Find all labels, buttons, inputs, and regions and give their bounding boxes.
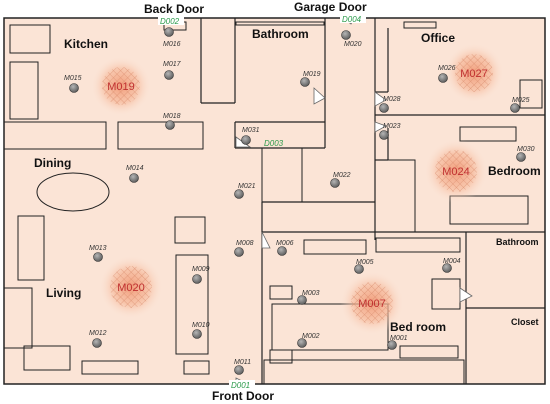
- room-label-dining: Dining: [34, 156, 71, 170]
- door-sensor-label: D004: [342, 15, 362, 24]
- room-label-kitchen: Kitchen: [64, 37, 108, 51]
- sensor-label: M025: [512, 97, 530, 104]
- room-label-closet: Closet: [511, 317, 539, 327]
- sensor-label: M018: [163, 113, 181, 120]
- sensor-label: M013: [89, 245, 107, 252]
- sensor-label: M031: [242, 127, 260, 134]
- sensor-label: M002: [302, 333, 320, 340]
- hotspot-M020: M020: [99, 255, 163, 319]
- motion-sensor-M003: M003: [297, 290, 320, 305]
- hotspot-M027: M027: [444, 43, 504, 103]
- sensor-label: M011: [234, 359, 251, 366]
- motion-sensor-M016: M016: [163, 27, 181, 48]
- motion-sensor-M010: M010: [192, 322, 210, 339]
- door-label-front: Front Door: [212, 389, 274, 403]
- door-label-back: Back Door: [144, 2, 204, 16]
- room-label-bed-room: Bed room: [390, 320, 446, 334]
- sensor-label: M021: [238, 183, 256, 190]
- hotspot-label: M024: [442, 166, 470, 178]
- door-sensor-label: D003: [264, 139, 284, 148]
- motion-sensor-M008: M008: [234, 240, 254, 257]
- motion-sensor-M021: M021: [234, 183, 256, 199]
- motion-sensor-M023: M023: [379, 123, 401, 140]
- room-label-bathroom: Bathroom: [252, 27, 309, 41]
- sensor-label: M019: [303, 71, 321, 78]
- motion-sensor-M025: M025: [510, 97, 530, 113]
- motion-sensor-M009: M009: [192, 266, 210, 284]
- motion-sensor-M006: M006: [276, 240, 294, 256]
- sensor-label: M001: [390, 335, 408, 342]
- motion-sensor-M026: M026: [438, 65, 456, 83]
- room-label-living: Living: [46, 286, 81, 300]
- motion-sensor-M012: M012: [89, 330, 107, 348]
- motion-sensor-M030: M030: [516, 146, 535, 162]
- motion-sensor-M002: M002: [297, 333, 320, 348]
- sensor-label: M020: [344, 41, 362, 48]
- door-sensor-D003: D003: [264, 139, 284, 148]
- room-label-office: Office: [421, 31, 455, 45]
- hotspot-label: M019: [107, 81, 135, 93]
- door-label-garage: Garage Door: [294, 0, 367, 14]
- sensor-label: M009: [192, 266, 210, 273]
- motion-sensors: M016 M017 M015 M018 M014 M013 M012 M020 …: [64, 27, 535, 375]
- door-sensor-label: D001: [231, 381, 250, 390]
- sensor-label: M015: [64, 75, 82, 82]
- furniture: [3, 21, 543, 385]
- sensor-label: M016: [163, 41, 181, 48]
- hotspot-label: M027: [460, 68, 488, 80]
- door-sensor-D001: D001: [229, 380, 255, 390]
- motion-sensor-M013: M013: [89, 245, 107, 262]
- sensor-label: M005: [356, 259, 374, 266]
- door-sensor-label: D002: [160, 17, 180, 26]
- motion-sensor-M015: M015: [64, 75, 82, 93]
- motion-sensor-M031: M031: [241, 127, 260, 145]
- hotspot-label: M020: [117, 282, 145, 294]
- sensor-label: M012: [89, 330, 107, 337]
- hotspot-M007: M007: [340, 271, 404, 335]
- sensor-label: M026: [438, 65, 456, 72]
- hotspot-M019: M019: [91, 56, 151, 116]
- sensor-label: M014: [126, 165, 144, 172]
- motion-sensor-M004: M004: [442, 258, 461, 273]
- motion-sensor-M019: M019: [300, 71, 321, 87]
- motion-sensor-M005: M005: [354, 259, 374, 274]
- sensor-label: M006: [276, 240, 294, 247]
- motion-sensor-M018: M018: [163, 113, 181, 130]
- sensor-label: M004: [443, 258, 461, 265]
- sensor-label: M017: [163, 61, 182, 68]
- motion-sensor-M022: M022: [330, 172, 351, 188]
- motion-sensor-M014: M014: [126, 165, 144, 183]
- sensor-label: M030: [517, 146, 535, 153]
- motion-sensor-M011: M011: [234, 359, 251, 375]
- hotspot-M024: M024: [424, 139, 488, 203]
- motion-sensor-M017: M017: [163, 61, 182, 80]
- hotspot-label: M007: [358, 298, 386, 310]
- motion-sensor-M020: M020: [341, 30, 362, 48]
- motion-sensor-M001: M001: [387, 335, 408, 350]
- door-sensor-D002: D002: [158, 16, 184, 26]
- sensor-label: M003: [302, 290, 320, 297]
- sensor-label: M023: [383, 123, 401, 130]
- sensor-label: M010: [192, 322, 210, 329]
- door-sensor-D004: D004: [340, 14, 366, 24]
- sensor-label: M028: [383, 96, 401, 103]
- room-label-bedroom: Bedroom: [488, 164, 541, 178]
- sensor-label: M008: [236, 240, 254, 247]
- motion-sensor-M028: M028: [379, 96, 401, 113]
- sensor-label: M022: [333, 172, 351, 179]
- room-label-bathroom-2: Bathroom: [496, 237, 539, 247]
